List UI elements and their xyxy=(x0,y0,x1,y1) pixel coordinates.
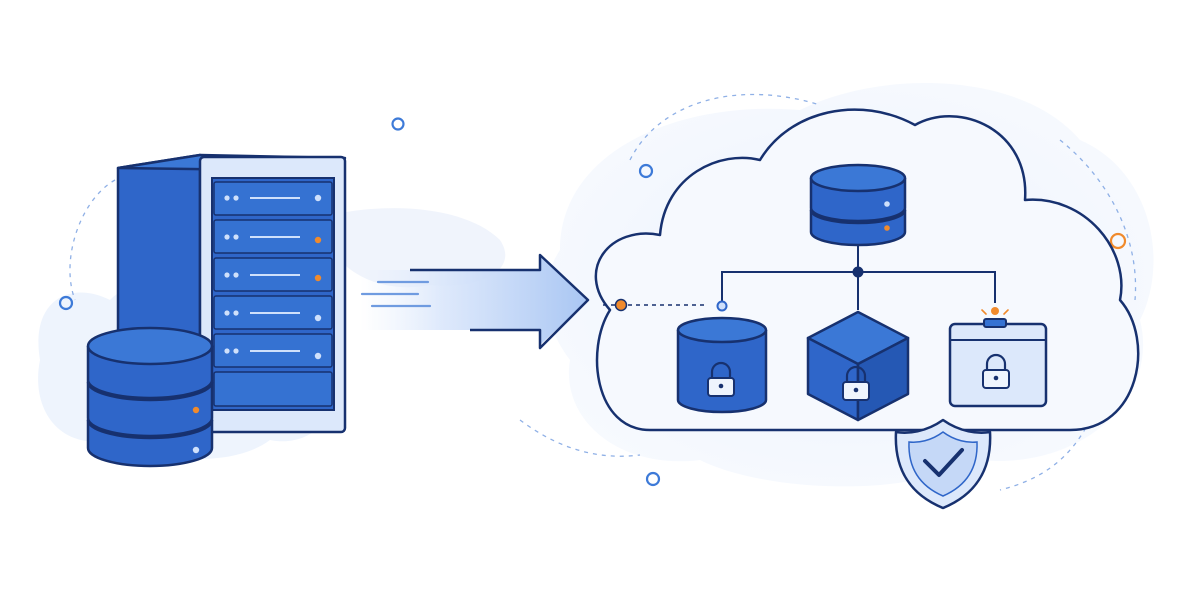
server-rack-icon xyxy=(116,153,347,434)
lock-icon xyxy=(842,365,870,401)
rack-leds xyxy=(224,194,322,360)
tree-connectors xyxy=(716,238,999,315)
lock-icon xyxy=(707,361,735,397)
migration-arrow-icon xyxy=(360,253,590,350)
orbit-lines xyxy=(69,93,1137,491)
connector-dashed xyxy=(603,298,705,312)
cloud-database-icon xyxy=(809,163,907,247)
decor-dot xyxy=(638,163,654,179)
decor-dot xyxy=(1109,232,1127,250)
lock-icon xyxy=(982,353,1010,389)
locked-folder-icon xyxy=(948,309,1048,408)
database-icon xyxy=(86,326,214,468)
decor-dot xyxy=(391,117,405,131)
decor-dots xyxy=(58,117,1127,487)
locked-storage-icon xyxy=(676,316,768,414)
decor-dot xyxy=(645,471,661,487)
decor-dot xyxy=(58,295,74,311)
locked-cube-icon xyxy=(806,310,910,422)
shield-check-icon xyxy=(894,418,992,510)
